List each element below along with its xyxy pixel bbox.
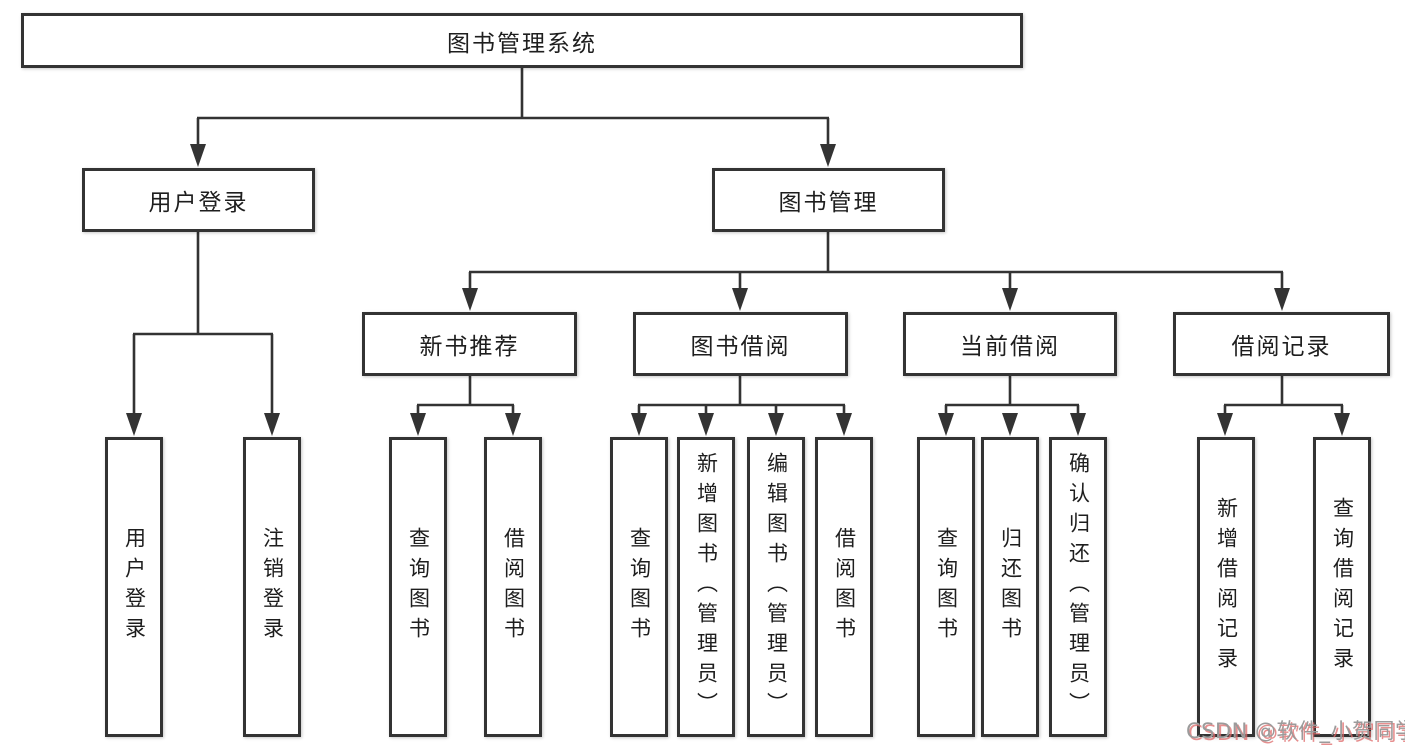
node-library-management-system: 图书管理系统 [21,13,1023,68]
leaf-label: 查询借阅记录 [1330,497,1355,677]
leaf-return-book: 归还图书 [981,437,1039,737]
leaf-confirm-return-admin: 确认归还（管理员） [1049,437,1107,737]
leaf-user-login: 用户登录 [105,437,163,737]
leaf-label: 查询图书 [627,527,652,647]
leaf-edit-book-admin: 编辑图书（管理员） [747,437,805,737]
leaf-query-books-recommend: 查询图书 [389,437,447,737]
leaf-label: 查询图书 [406,527,431,647]
leaf-label: 借阅图书 [501,527,526,647]
node-book-management: 图书管理 [712,168,945,232]
node-user-login: 用户登录 [82,168,315,232]
leaf-label: 注销登录 [260,527,285,647]
arrowheads [126,144,1350,436]
leaf-label: 查询图书 [934,527,959,647]
node-borrow-records: 借阅记录 [1173,312,1390,376]
leaf-add-book-admin: 新增图书（管理员） [677,437,735,737]
csdn-watermark: CSDN @软件_小贺同学 [1186,719,1405,743]
leaf-borrow-books-recommend: 借阅图书 [484,437,542,737]
leaf-borrow-books: 借阅图书 [815,437,873,737]
node-new-book-recommend: 新书推荐 [362,312,577,376]
connector-segments [132,68,1344,417]
leaf-label: 新增图书（管理员） [694,452,719,722]
leaf-query-borrow-record: 查询借阅记录 [1313,437,1371,737]
leaf-query-books-current: 查询图书 [917,437,975,737]
leaf-label: 编辑图书（管理员） [764,452,789,722]
leaf-query-books-borrowing: 查询图书 [610,437,668,737]
leaf-logout: 注销登录 [243,437,301,737]
leaf-add-borrow-record: 新增借阅记录 [1197,437,1255,737]
leaf-label: 确认归还（管理员） [1066,452,1091,722]
leaf-label: 归还图书 [998,527,1023,647]
leaf-label: 借阅图书 [832,527,857,647]
leaf-label: 用户登录 [122,527,147,647]
leaf-label: 新增借阅记录 [1214,497,1239,677]
node-current-borrowing: 当前借阅 [903,312,1117,376]
node-book-borrowing: 图书借阅 [633,312,848,376]
